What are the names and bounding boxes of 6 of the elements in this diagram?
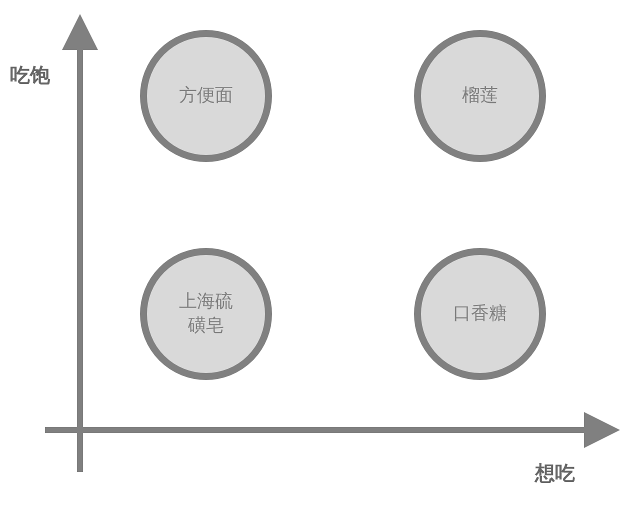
node-label: 方便面 xyxy=(178,84,234,108)
y-axis-label: 吃饱 xyxy=(10,62,50,89)
node-label: 口香糖 xyxy=(452,302,508,326)
x-axis-label: 想吃 xyxy=(535,460,575,487)
node-label: 上海硫磺皂 xyxy=(178,290,234,338)
node-label: 榴莲 xyxy=(461,84,499,108)
